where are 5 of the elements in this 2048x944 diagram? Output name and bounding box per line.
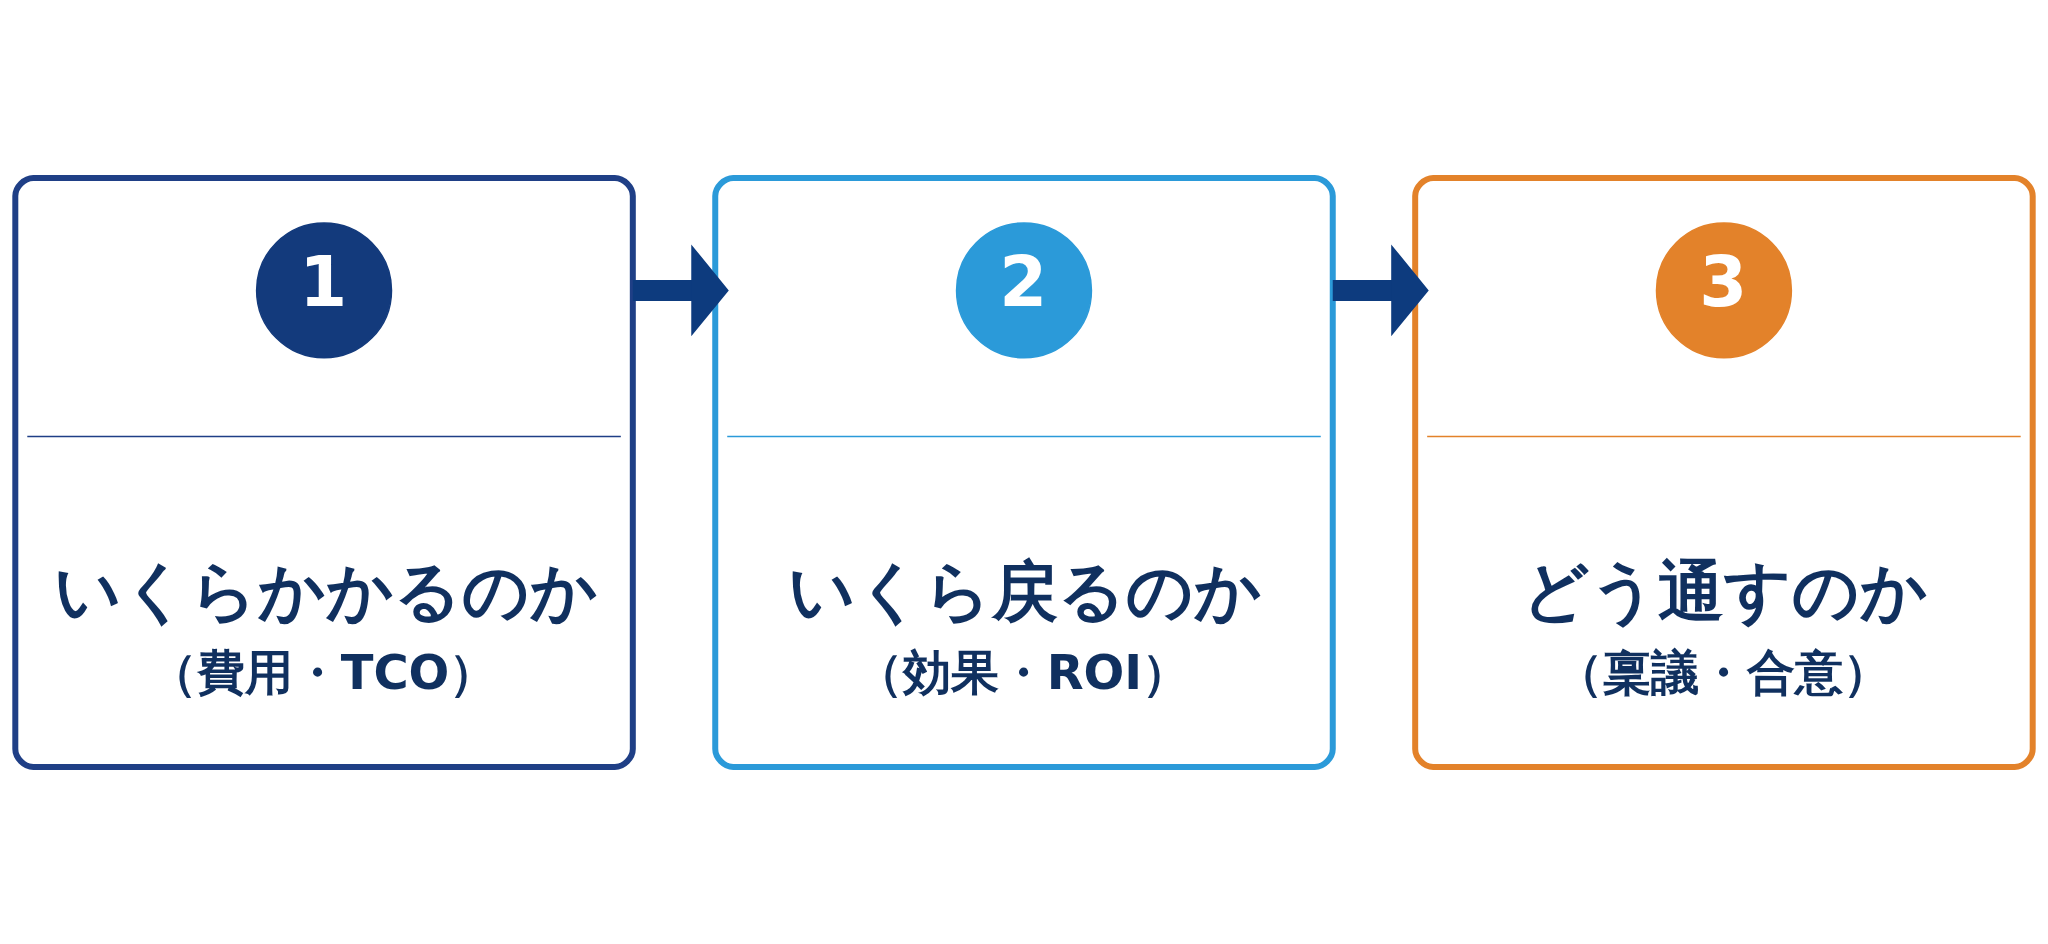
node-circle: 3 xyxy=(1655,221,1793,359)
node-circle: 2 xyxy=(955,221,1093,359)
node-circle: 1 xyxy=(255,221,393,359)
arrow xyxy=(632,243,729,336)
arrow xyxy=(1332,243,1429,336)
